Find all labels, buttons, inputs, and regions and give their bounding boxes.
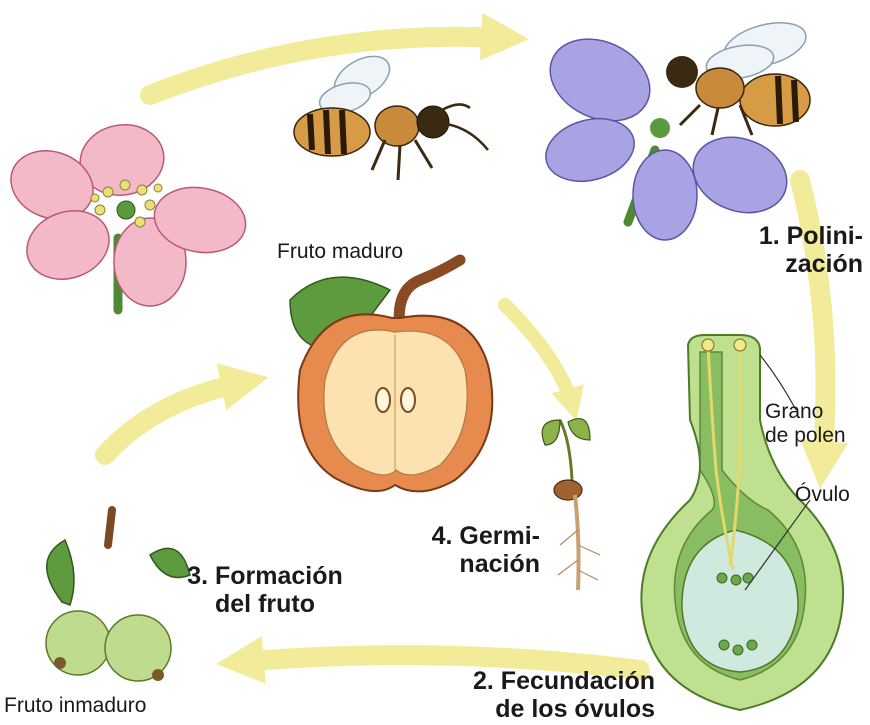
arrow-apple-to-seedling — [505, 305, 572, 405]
label-formacion-line1: 3. Formación — [165, 562, 365, 590]
label-germinacion: 4. Germi- nación — [405, 522, 540, 578]
label-fecundacion: 2. Fecundación de los óvulos — [415, 667, 655, 723]
label-fecundacion-line1: 2. Fecundación — [415, 667, 655, 695]
pink-flower — [1, 118, 251, 310]
label-fecundacion-line2: de los óvulos — [415, 695, 655, 723]
flying-bee — [294, 47, 488, 180]
germinating-seedling — [542, 419, 600, 590]
label-formacion: 3. Formación del fruto — [165, 562, 365, 618]
pollinating-bee — [666, 15, 811, 135]
label-ovulo: Óvulo — [795, 483, 850, 507]
label-fruto-inmaduro: Fruto inmaduro — [4, 694, 146, 718]
label-fruto-maduro: Fruto maduro — [277, 240, 403, 264]
label-grano-polen-line2: de polen — [765, 424, 846, 448]
label-polinizacion-line2: zación — [718, 250, 863, 278]
ripe-apple — [290, 260, 492, 491]
arrow-left — [105, 382, 245, 455]
label-germinacion-line2: nación — [405, 550, 540, 578]
label-polinizacion: 1. Polini- zación — [718, 222, 863, 278]
arrow-top — [150, 37, 505, 95]
label-polinizacion-line1: 1. Polini- — [718, 222, 863, 250]
label-formacion-line2: del fruto — [165, 590, 365, 618]
pistil-cross-section — [641, 335, 843, 710]
label-grano-polen-line1: Grano — [765, 400, 846, 424]
label-grano-polen: Grano de polen — [765, 400, 846, 447]
label-germinacion-line1: 4. Germi- — [405, 522, 540, 550]
